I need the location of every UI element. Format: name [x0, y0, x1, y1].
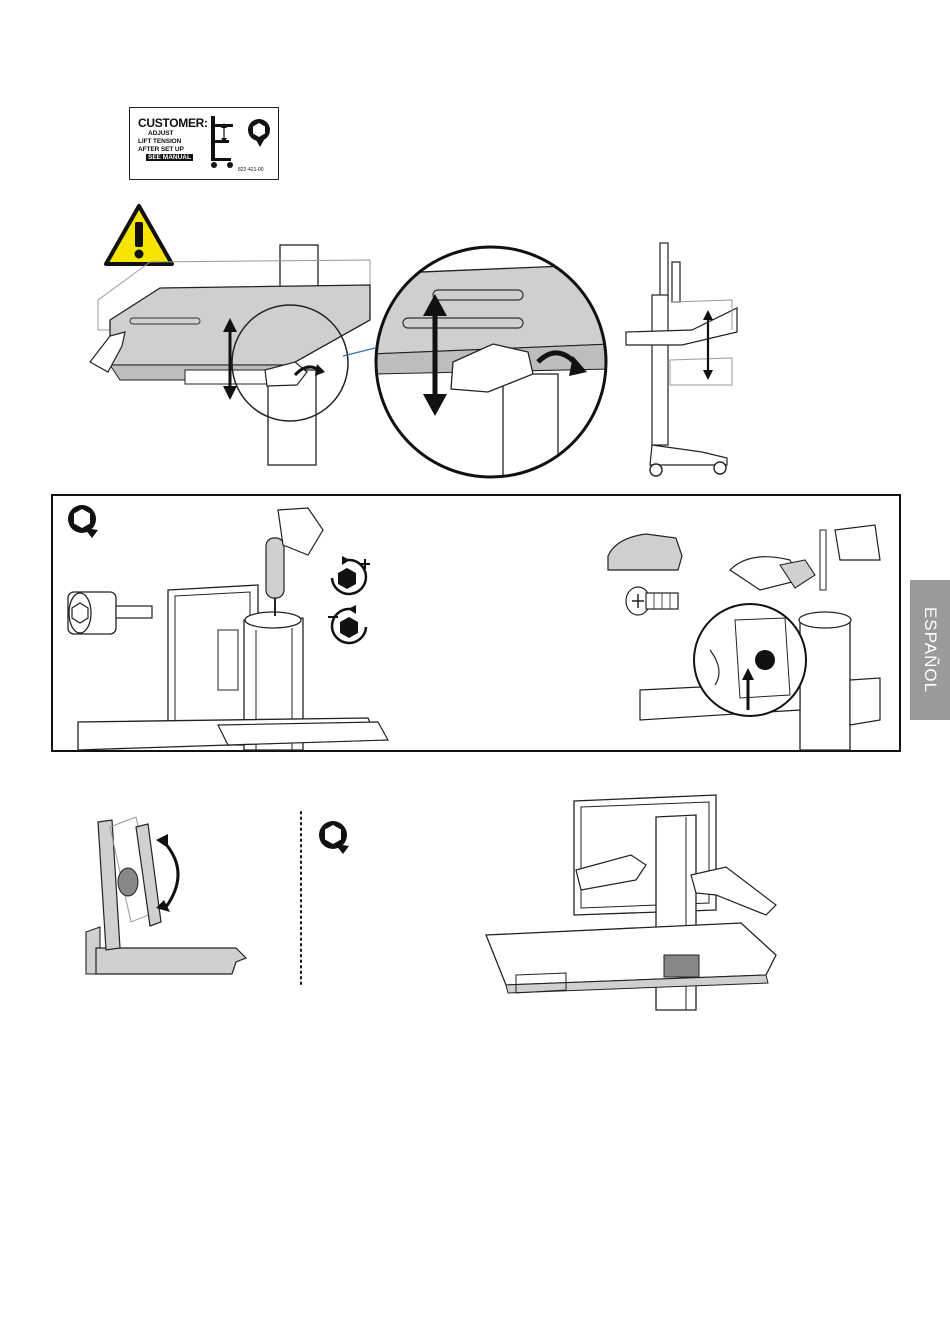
monitor-tilt-illustration — [86, 812, 251, 974]
label-part-number: 822-421-00 — [238, 167, 264, 173]
label-title: CUSTOMER: — [138, 116, 208, 130]
dotted-divider — [298, 812, 304, 984]
cart-side-view-illustration — [622, 240, 747, 480]
cap-install-illustration — [640, 520, 900, 750]
label-line-after-setup: AFTER SET UP — [138, 146, 184, 153]
hex-loosen-minus-icon — [326, 605, 370, 649]
hex-tighten-plus-icon — [328, 556, 372, 600]
zoom-detail-circle — [373, 244, 609, 480]
customer-adjust-label: CUSTOMER: ADJUST LIFT TENSION AFTER SET … — [129, 107, 279, 180]
hex-key-tool-icon — [315, 818, 355, 856]
hex-key-tool-icon — [246, 118, 272, 148]
monitor-height-adjust-illustration — [486, 795, 786, 1010]
zoom-callout-circle — [225, 300, 385, 430]
label-line-lift-tension: LIFT TENSION — [138, 138, 181, 145]
language-label: ESPAÑOL — [920, 607, 940, 693]
label-see-manual: SEE MANUAL — [146, 154, 193, 161]
language-side-tab: ESPAÑOL — [910, 580, 950, 720]
label-line-adjust: ADJUST — [148, 130, 173, 137]
